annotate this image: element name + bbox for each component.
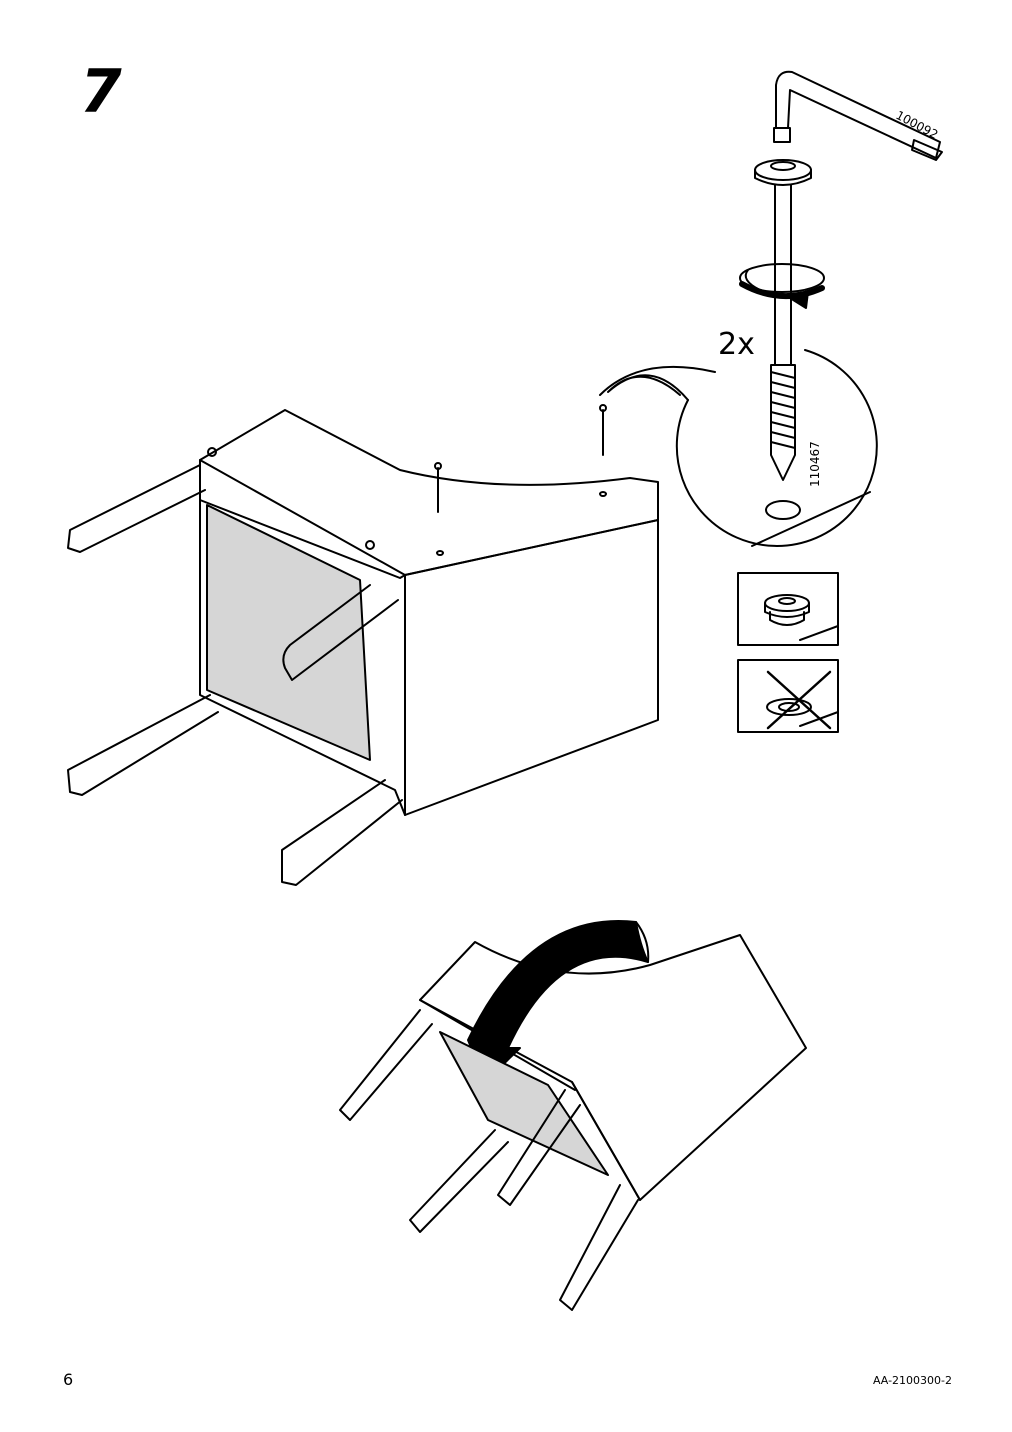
allen-key-icon bbox=[773, 70, 943, 161]
correct-fit-box bbox=[737, 572, 839, 646]
document-code: AA-2100300-2 bbox=[872, 1374, 952, 1387]
bolt-icon bbox=[739, 159, 825, 481]
flip-arrow-icon bbox=[467, 920, 650, 1083]
chair-tilted bbox=[339, 934, 807, 1311]
quantity-label: 2x bbox=[718, 327, 755, 362]
step-number: 7 bbox=[80, 57, 122, 127]
chair-upside-down bbox=[67, 404, 659, 886]
page-number: 6 bbox=[63, 1370, 74, 1389]
incorrect-fit-box bbox=[737, 659, 839, 733]
detail-circle bbox=[599, 349, 878, 547]
